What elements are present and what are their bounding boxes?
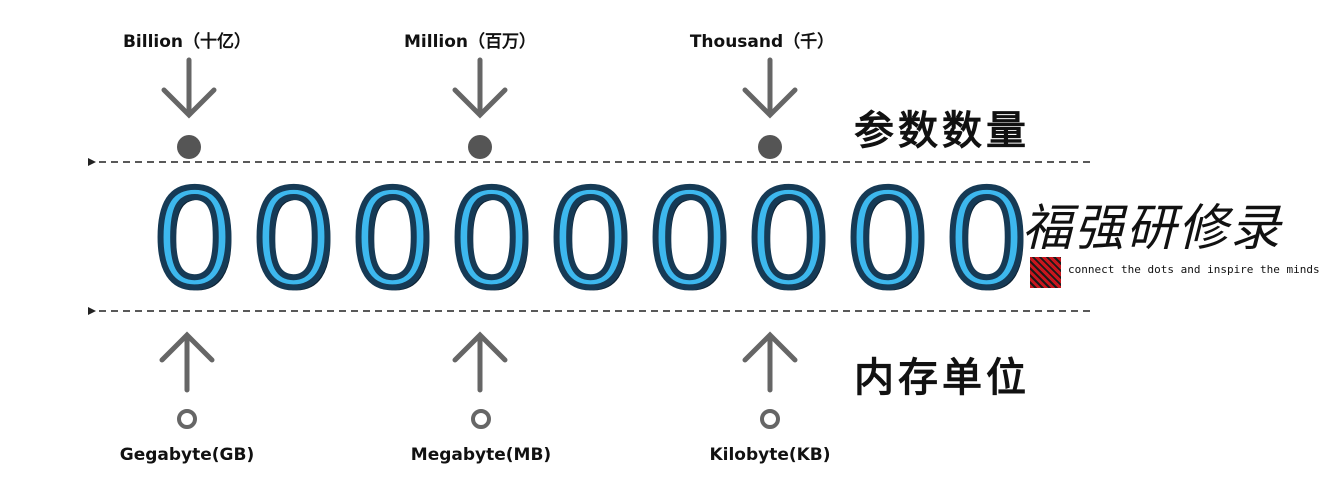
digits-row: 0 0 0 0 0 0 0 0 0 <box>145 158 1036 317</box>
filled-circle-icon <box>177 135 201 159</box>
digit: 0 <box>152 158 237 317</box>
hollow-circle-icon <box>760 409 780 429</box>
logo-calligraphy: 福强研修录 <box>1022 199 1282 257</box>
arrow-down-icon <box>452 57 508 119</box>
digit: 0 <box>647 158 732 317</box>
logo-slogan: connect the dots and inspire the minds <box>1068 263 1320 276</box>
arrow-down-icon <box>742 57 798 119</box>
arrow-up-icon <box>159 331 215 393</box>
million-label: Million（百万） <box>403 32 537 52</box>
arrow-down-icon <box>161 57 217 119</box>
arrow-up-icon <box>452 331 508 393</box>
kilobyte-label: Kilobyte(KB) <box>709 445 831 465</box>
digit: 0 <box>251 158 336 317</box>
digit: 0 <box>548 158 633 317</box>
digit: 0 <box>746 158 831 317</box>
digit: 0 <box>350 158 435 317</box>
seal-stamp-icon <box>1030 257 1061 288</box>
digit: 0 <box>944 158 1029 317</box>
digit: 0 <box>449 158 534 317</box>
megabyte-label: Megabyte(MB) <box>410 445 552 465</box>
parameter-count-heading: 参数数量 <box>854 107 1030 154</box>
hollow-circle-icon <box>177 409 197 429</box>
hollow-circle-icon <box>471 409 491 429</box>
filled-circle-icon <box>468 135 492 159</box>
arrow-up-icon <box>742 331 798 393</box>
gigabyte-label: Gegabyte(GB) <box>119 445 255 465</box>
memory-unit-heading: 内存单位 <box>854 354 1030 401</box>
thousand-label: Thousand（千） <box>689 32 835 52</box>
billion-label: Billion（十亿） <box>122 32 252 52</box>
digit: 0 <box>845 158 930 317</box>
filled-circle-icon <box>758 135 782 159</box>
